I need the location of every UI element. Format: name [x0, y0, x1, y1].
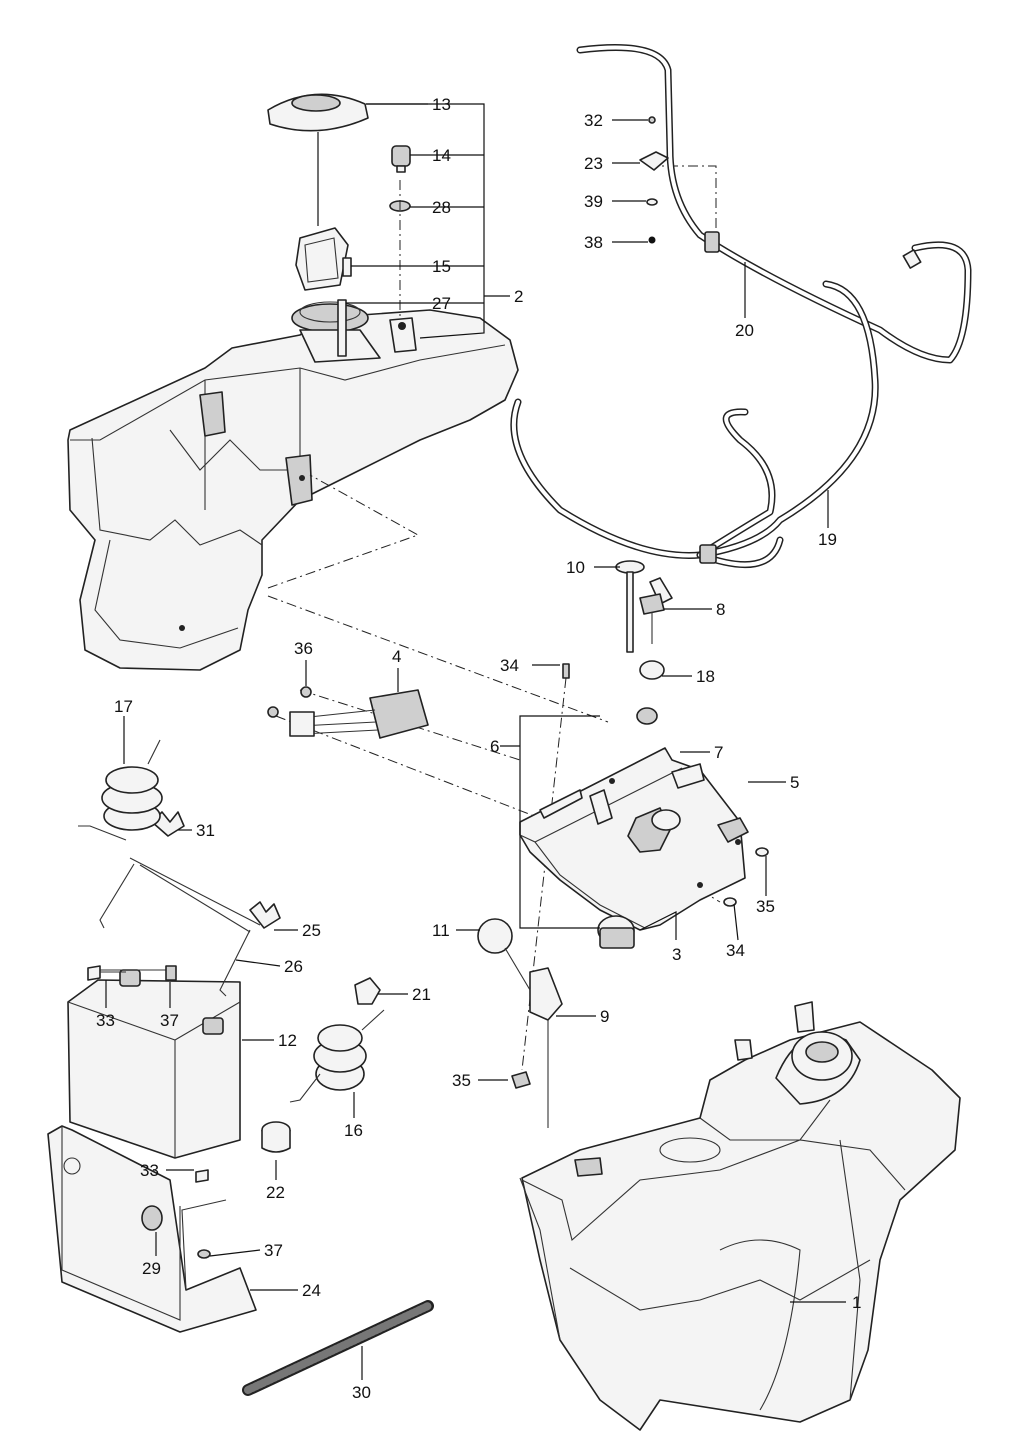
battery-cable-16 — [289, 1009, 385, 1103]
bolt-34-right — [723, 897, 737, 907]
washer-39 — [646, 198, 658, 206]
battery-cable-17 — [78, 739, 163, 841]
nut-38 — [648, 236, 656, 244]
callout-numbers: 13 14 28 15 27 2 32 23 39 38 20 19 10 8 … — [96, 95, 861, 1402]
callout-39: 39 — [584, 192, 603, 211]
callout-37-lower: 37 — [264, 1241, 283, 1260]
leader-lines — [105, 103, 846, 1380]
callout-3: 3 — [672, 945, 681, 964]
callout-32: 32 — [584, 111, 603, 130]
callout-34-top: 34 — [500, 656, 519, 675]
nut-36 — [300, 686, 312, 698]
throttle-lever — [477, 918, 563, 1128]
terminal-cover-22 — [261, 1121, 291, 1153]
callout-24: 24 — [302, 1281, 321, 1300]
callout-35-lower: 35 — [452, 1071, 471, 1090]
bolt-33-top — [87, 965, 126, 981]
rubber-hose-30 — [242, 1300, 434, 1396]
fuel-cap-tether — [295, 227, 349, 291]
callout-20: 20 — [735, 321, 754, 340]
callout-38: 38 — [584, 233, 603, 252]
callout-10: 10 — [566, 558, 585, 577]
wiring-harness — [267, 689, 429, 739]
callout-23: 23 — [584, 154, 603, 173]
callout-2: 2 — [514, 287, 523, 306]
callout-21: 21 — [412, 985, 431, 1004]
callout-34-right: 34 — [726, 941, 745, 960]
vent-fitting — [342, 257, 352, 277]
callout-33-top: 33 — [96, 1011, 115, 1030]
callout-8: 8 — [716, 600, 725, 619]
callout-26: 26 — [284, 957, 303, 976]
callout-5: 5 — [790, 773, 799, 792]
nut-35-lower — [511, 1071, 531, 1089]
callout-6: 6 — [490, 737, 499, 756]
callout-19: 19 — [818, 530, 837, 549]
fuel-hose-20 — [576, 44, 972, 364]
choke-control — [636, 660, 665, 725]
callout-18: 18 — [696, 667, 715, 686]
callout-36: 36 — [294, 639, 313, 658]
wing-nut-25 — [249, 901, 281, 929]
callout-28: 28 — [432, 198, 451, 217]
callout-31: 31 — [196, 821, 215, 840]
callout-4: 4 — [392, 647, 401, 666]
callout-1: 1 — [852, 1293, 861, 1312]
key — [639, 577, 673, 644]
terminal-cover-21 — [354, 977, 381, 1005]
bolt-33-lower — [195, 1169, 209, 1183]
callout-13: 13 — [432, 95, 451, 114]
callout-11: 11 — [432, 921, 450, 940]
callout-25: 25 — [302, 921, 321, 940]
fuel-gauge-sender — [391, 145, 411, 173]
fuel-hose-19 — [510, 280, 879, 569]
battery-tray — [47, 1125, 257, 1333]
callout-27: 27 — [432, 294, 451, 313]
clamp-23 — [639, 151, 669, 171]
callout-17: 17 — [114, 697, 133, 716]
callout-30: 30 — [352, 1383, 371, 1402]
callout-16: 16 — [344, 1121, 363, 1140]
fuel-cap — [267, 93, 369, 226]
callout-15: 15 — [432, 257, 451, 276]
screw-35-right — [755, 847, 769, 857]
callout-29: 29 — [142, 1259, 161, 1278]
battery-hold-down — [99, 857, 261, 997]
screw-32 — [648, 116, 656, 124]
battery — [67, 969, 241, 1159]
callout-12: 12 — [278, 1031, 297, 1050]
callout-33-lower: 33 — [140, 1161, 159, 1180]
callout-9: 9 — [600, 1007, 609, 1026]
bolt-34-top — [562, 663, 570, 679]
callout-22: 22 — [266, 1183, 285, 1202]
selector-switch — [597, 915, 635, 949]
callout-37-top: 37 — [160, 1011, 179, 1030]
indicator-lamp-5 — [717, 817, 749, 843]
callout-14: 14 — [432, 146, 451, 165]
callout-7: 7 — [714, 743, 723, 762]
throttle-knob — [615, 560, 645, 653]
nut-37-top — [165, 965, 177, 981]
fuel-tank-assembly-lower — [519, 1001, 961, 1431]
callout-35-right: 35 — [756, 897, 775, 916]
ignition-switch — [627, 807, 681, 853]
fuel-tank-assembly-upper — [67, 299, 519, 671]
nut-37-lower — [197, 1249, 211, 1259]
